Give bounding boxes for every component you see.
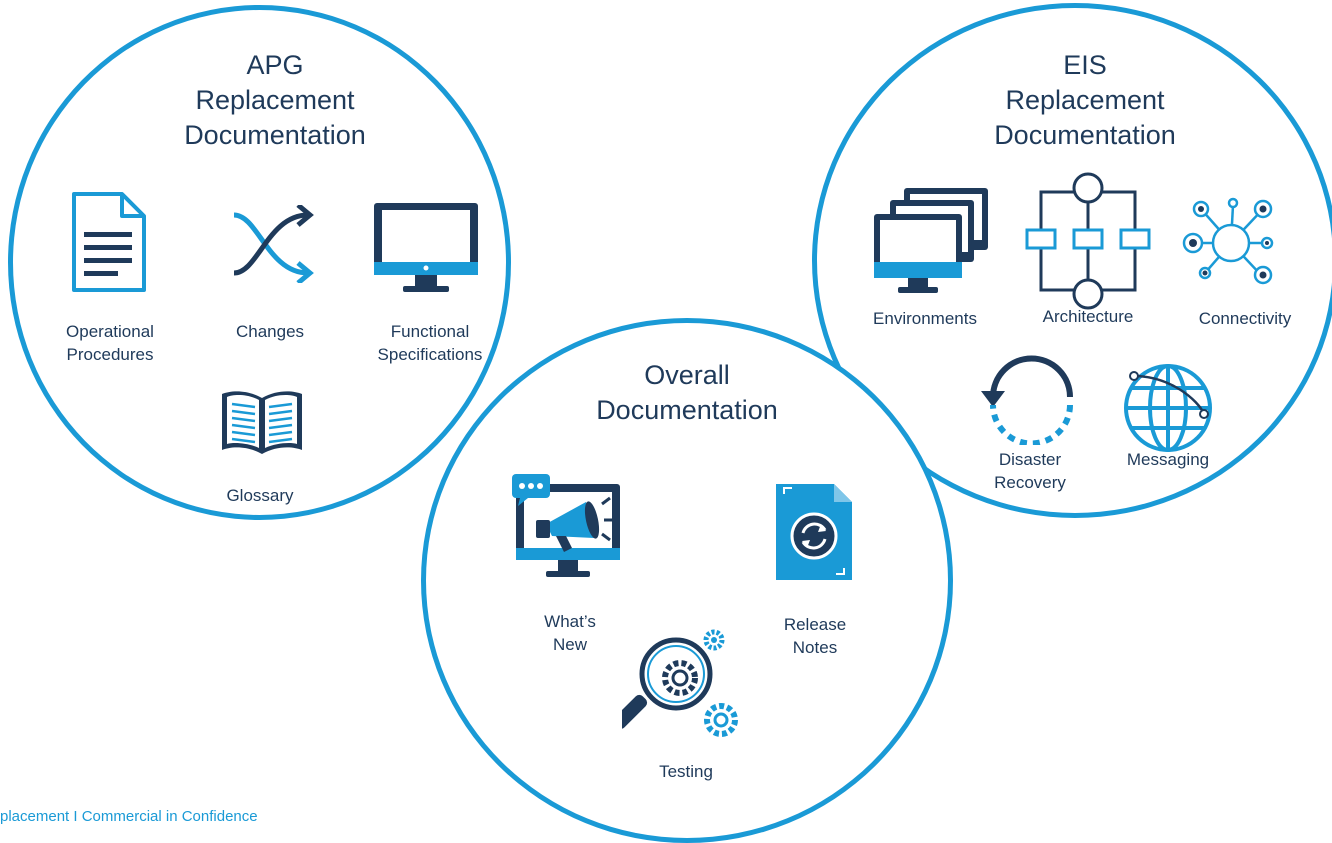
footer-text: placement I Commercial in Confidence [0,808,258,825]
apg-title: APG Replacement Documentation [184,50,366,150]
open-book-icon [222,391,302,454]
functional-specifications-label: Functional Specifications [377,322,483,364]
stacked-monitors-icon [874,188,988,293]
magnifier-gears-icon [622,629,738,737]
messaging-label: Messaging [1126,450,1210,469]
monitor-icon [374,203,478,292]
refresh-document-icon [776,484,852,580]
circular-arrow-icon [981,355,1073,445]
eis-title: EIS Replacement Documentation [994,50,1176,150]
shuffle-arrows-icon [233,205,314,283]
disaster-recovery-label: Disaster Recovery [994,450,1066,492]
overall-circle [421,318,953,843]
network-hub-icon [1182,197,1274,285]
document-icon [72,192,146,292]
globe-icon [1124,364,1212,452]
whats-new-label: What’s New [544,612,596,654]
megaphone-monitor-icon [512,474,620,577]
connectivity-label: Connectivity [1198,309,1292,328]
architecture-label: Architecture [1042,307,1134,326]
glossary-label: Glossary [226,486,294,505]
overall-title: Overall Documentation [596,360,778,425]
changes-label: Changes [235,322,305,341]
testing-label: Testing [659,762,713,781]
environments-label: Environments [873,309,977,328]
operational-procedures-label: Operational Procedures [66,322,154,364]
release-notes-label: Release Notes [783,615,847,657]
architecture-diagram-icon [1025,172,1151,310]
